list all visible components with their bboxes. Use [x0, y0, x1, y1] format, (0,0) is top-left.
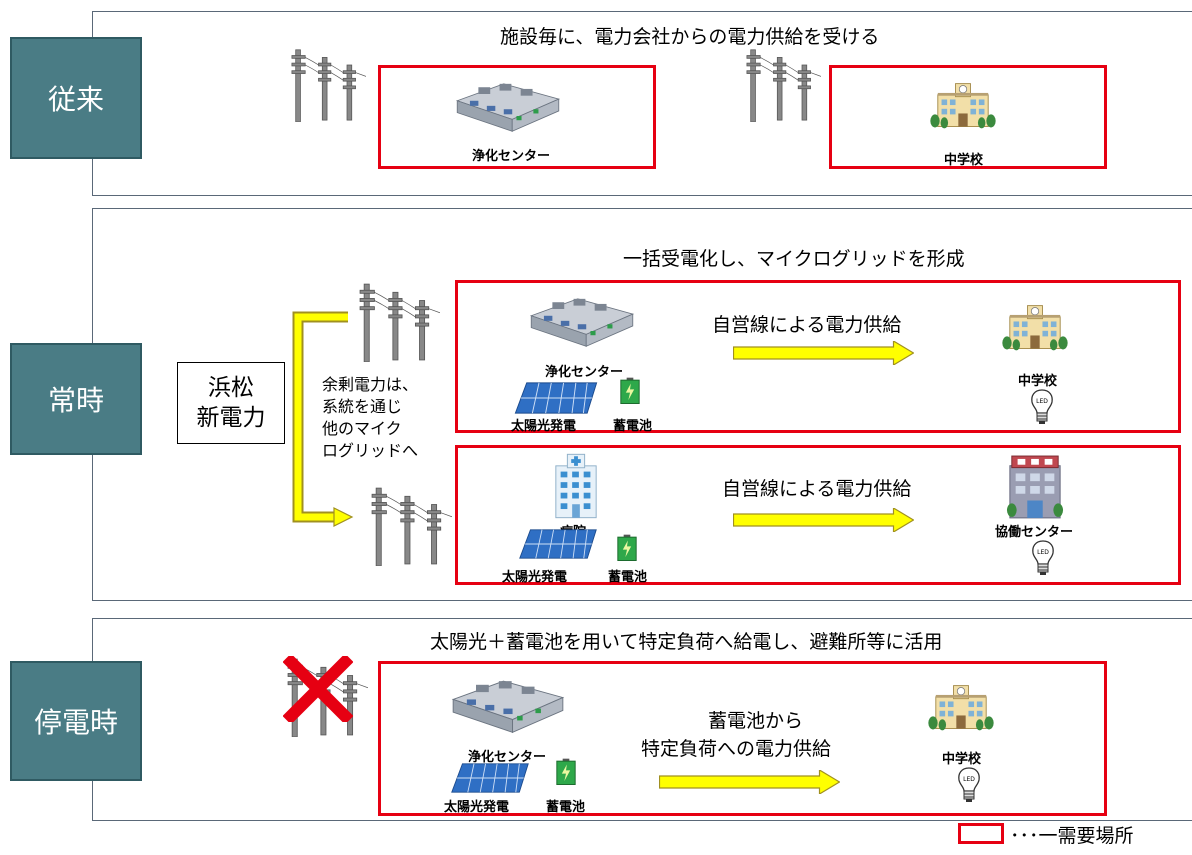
treatment-plant-icon [448, 672, 568, 736]
company-name-line2: 新電力 [196, 405, 266, 431]
demand-site-box [378, 661, 1107, 816]
battery-label: 蓄電池 [613, 419, 653, 434]
row-caption-outage: 太陽光＋蓄電池を用いて特定負荷へ給電し、避難所等に活用 [430, 631, 943, 653]
led-bulb-icon [1030, 389, 1054, 425]
disconnected-x-icon [283, 656, 353, 722]
utility-poles-icon [745, 46, 821, 122]
utility-poles-icon [290, 46, 366, 122]
supply-label: 自営線による電力供給 [712, 314, 902, 336]
row-label-outage: 停電時 [10, 661, 142, 781]
microgrid-a-box [455, 280, 1181, 433]
facility-label: 浄化センター [472, 149, 551, 164]
supply-arrow [659, 770, 840, 794]
solar-panel-icon [512, 381, 600, 415]
battery-icon [620, 377, 640, 405]
row-label-normal: 常時 [10, 343, 142, 455]
school-icon [1002, 300, 1068, 356]
facility-label: 中学校 [942, 752, 982, 767]
row-caption-normal: 一括受電化し、マイクログリッドを形成 [623, 248, 965, 270]
community-center-icon [1006, 452, 1064, 520]
demand-site-box [378, 65, 656, 169]
surplus-note-line: 余剰電力は、 [322, 375, 419, 394]
row-caption-conventional: 施設毎に、電力会社からの電力供給を受ける [500, 26, 880, 48]
company-box: 浜松 新電力 [177, 362, 285, 444]
hospital-icon [552, 452, 600, 520]
solar-panel-icon [446, 762, 534, 794]
solar-label: 太陽光発電 [502, 570, 568, 585]
legend-swatch [958, 823, 1004, 844]
school-icon [928, 680, 994, 736]
surplus-note-line: 系統を通じ [322, 397, 403, 416]
surplus-note-line: 他のマイク [322, 419, 402, 438]
row-conventional-panel [92, 11, 1192, 196]
company-name-line1: 浜松 [208, 375, 254, 401]
supply-label-line1: 蓄電池から [708, 710, 804, 732]
battery-icon [556, 758, 576, 786]
row-label-conventional: 従来 [10, 37, 142, 159]
utility-poles-icon [358, 280, 440, 362]
surplus-note-line: ログリッドへ [322, 441, 419, 460]
battery-label: 蓄電池 [608, 570, 648, 585]
battery-icon [617, 534, 637, 562]
supply-arrow [733, 341, 914, 365]
solar-label: 太陽光発電 [444, 800, 510, 815]
supply-arrow [733, 508, 914, 532]
led-bulb-icon [1031, 540, 1055, 576]
battery-label: 蓄電池 [546, 800, 586, 815]
facility-label: 中学校 [944, 153, 984, 168]
supply-label: 自営線による電力供給 [722, 478, 912, 500]
supply-label-line2: 特定負荷への電力供給 [641, 738, 832, 760]
school-icon [930, 78, 996, 134]
surplus-note: 余剰電力は、 系統を通じ 他のマイク ログリッドへ [322, 374, 418, 462]
treatment-plant-icon [453, 75, 563, 135]
led-bulb-icon [957, 767, 981, 803]
demand-site-box [829, 65, 1107, 169]
facility-label: 中学校 [1018, 374, 1058, 389]
surplus-flow-arrow [292, 311, 354, 527]
utility-poles-icon [370, 484, 452, 566]
solar-label: 太陽光発電 [511, 419, 577, 434]
row-normal-panel [92, 208, 1192, 601]
facility-label: 浄化センター [468, 750, 547, 765]
legend-text: ･･･一需要場所 [1010, 825, 1134, 847]
facility-label: 協働センター [995, 525, 1074, 540]
treatment-plant-icon [527, 290, 637, 350]
solar-panel-icon [514, 528, 602, 560]
microgrid-b-box [455, 445, 1181, 585]
facility-label: 浄化センター [545, 365, 624, 380]
